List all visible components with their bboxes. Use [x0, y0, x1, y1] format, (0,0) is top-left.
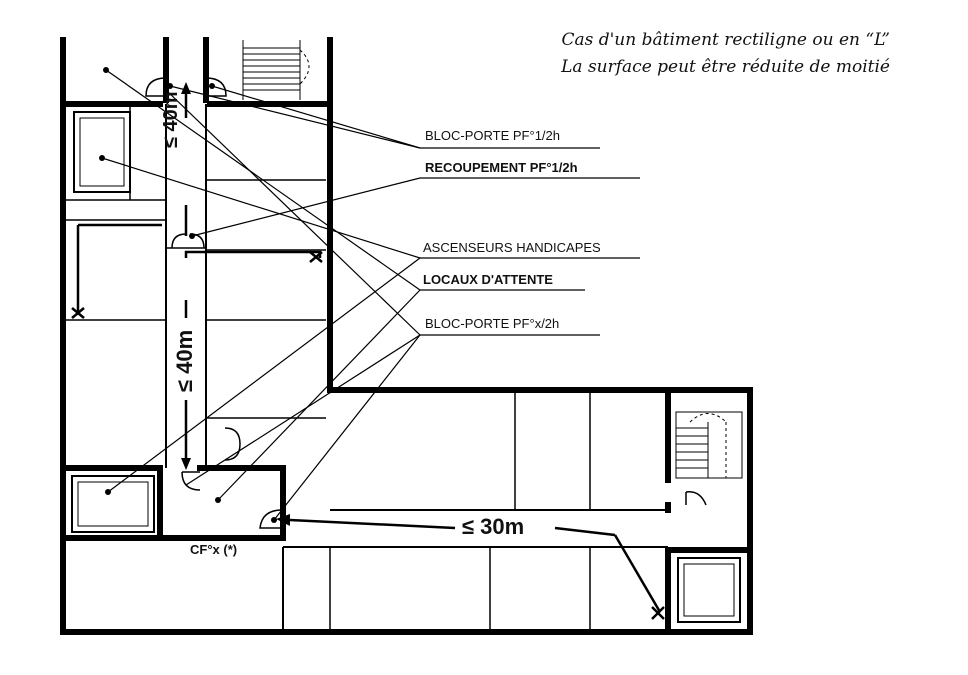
label-cf: CF°x (*): [190, 542, 238, 557]
elevator-right: [677, 557, 741, 623]
title-line-1: Cas d'un bâtiment rectiligne ou en “L”: [561, 30, 890, 50]
room-partitions: [66, 104, 591, 629]
staircase-right: [675, 411, 743, 479]
dimension-lines: [76, 90, 662, 613]
label-bloc-porte-x-2h: BLOC-PORTE PF°x/2h: [425, 316, 560, 331]
elevator-top: [73, 111, 131, 193]
label-recoupement: RECOUPEMENT PF°1/2h: [425, 160, 578, 175]
doors: [145, 77, 707, 529]
elevator-bottom-left: [71, 475, 155, 533]
dimension-upper: ≤ 40m: [160, 91, 182, 148]
outer-walls: [60, 37, 753, 635]
dimension-horizontal: ≤ 30m: [462, 514, 525, 539]
marker-dots: [99, 67, 277, 523]
label-ascenseurs: ASCENSEURS HANDICAPES: [423, 240, 601, 255]
dimension-middle: ≤ 40m: [172, 329, 197, 392]
corridor-walls: [165, 104, 668, 629]
leader-lines: [101, 69, 640, 521]
arrowheads: [181, 82, 290, 526]
title-line-2: La surface peut être réduite de moitié: [561, 57, 890, 77]
exit-marks: [71, 251, 665, 620]
staircase-top: [242, 40, 310, 100]
label-bloc-porte-1-2h: BLOC-PORTE PF°1/2h: [425, 128, 561, 143]
label-locaux-attente: LOCAUX D'ATTENTE: [423, 272, 553, 287]
